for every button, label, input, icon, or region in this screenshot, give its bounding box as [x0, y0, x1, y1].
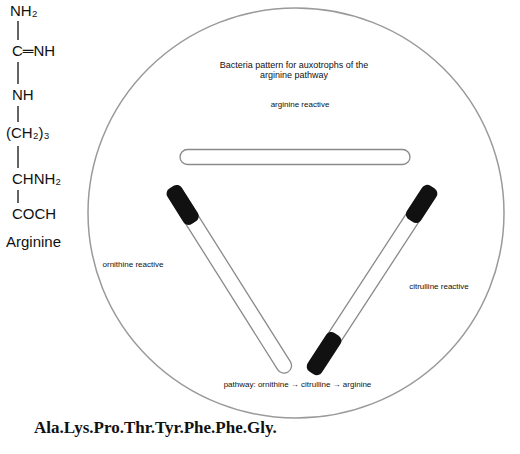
tube-label: citrulline reactive: [408, 282, 470, 291]
tube-group: [164, 183, 295, 377]
bond-line: [17, 146, 18, 168]
petri-dish: arginine reactive ornithine reactive citru…: [86, 6, 506, 420]
structure-label: C═NH: [12, 42, 55, 59]
bond-line: [17, 106, 18, 122]
structure-label: NH₂: [10, 2, 38, 19]
test-tube: [166, 184, 295, 376]
growth-smear: [304, 330, 343, 378]
bond-line: [17, 62, 18, 84]
structure-label: CHNH₂: [12, 170, 61, 187]
streak-tube: ornithine reactive: [102, 260, 164, 272]
plate-heading: Bacteria pattern for auxotrophs of the a…: [208, 60, 380, 81]
structure-label: COCH: [12, 205, 56, 222]
structure-label: (CH₂)₃: [6, 124, 50, 141]
dish-outline: [88, 8, 504, 418]
test-tube: [180, 150, 410, 165]
growth-smear: [164, 183, 201, 228]
bond-line: [17, 21, 18, 40]
tube-group: [180, 150, 410, 165]
structure-label: NH: [12, 86, 34, 103]
pathway-note: pathway: ornithine → citrulline → argini…: [190, 380, 405, 389]
growth-smear: [404, 183, 440, 226]
streak-tube: citrulline reactive: [408, 282, 470, 294]
test-tube: [306, 184, 439, 376]
tube-label: arginine reactive: [250, 100, 350, 109]
peptide-sequence: Ala.Lys.Pro.Thr.Tyr.Phe.Phe.Gly.: [34, 418, 277, 438]
streak-tube: arginine reactive: [250, 100, 350, 112]
tube-group: [304, 183, 439, 378]
structure-label: Arginine: [6, 233, 61, 250]
bond-line: [17, 190, 18, 203]
tube-label: ornithine reactive: [102, 260, 164, 269]
